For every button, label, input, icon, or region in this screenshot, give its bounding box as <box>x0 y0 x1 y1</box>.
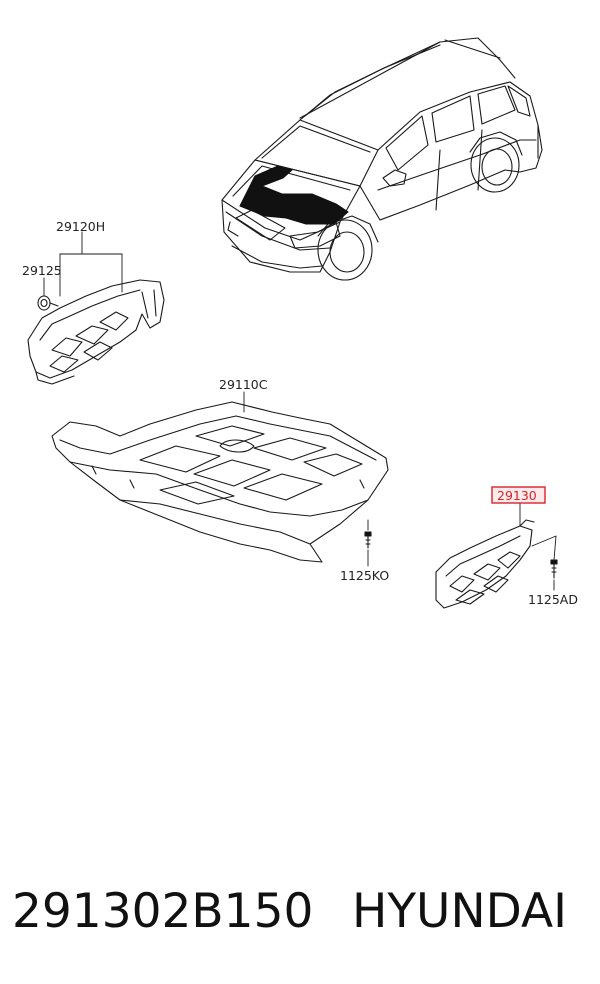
engine-cover-shape <box>239 165 349 225</box>
label-1125ad: 1125AD <box>528 592 578 607</box>
clip-part <box>37 295 59 311</box>
label-29110c: 29110C <box>219 377 268 392</box>
brand-caption: HYUNDAI <box>352 884 567 939</box>
highlight-box <box>491 486 546 504</box>
under-cover-screw <box>364 531 372 549</box>
highlighted-cover-screw <box>550 559 558 579</box>
label-29120h: 29120H <box>56 219 105 234</box>
label-1125ko: 1125KO <box>340 568 389 583</box>
highlighted-callout[interactable]: 29130 <box>491 486 546 504</box>
leader-lines <box>43 231 557 591</box>
part-number-caption: 291302B150 <box>12 884 314 939</box>
highlighted-cover-part <box>435 519 535 609</box>
under-cover-part <box>51 401 389 563</box>
label-29130: 29130 <box>497 488 537 503</box>
label-29125: 29125 <box>22 263 62 278</box>
suv-illustration <box>221 37 543 281</box>
side-cover-part <box>27 279 165 385</box>
